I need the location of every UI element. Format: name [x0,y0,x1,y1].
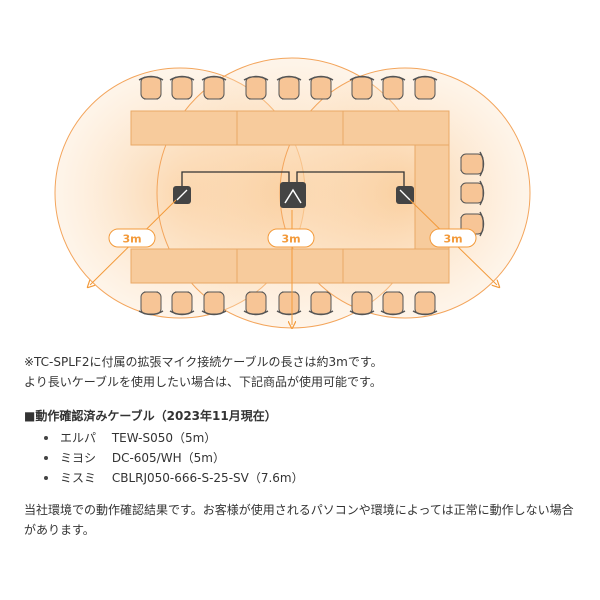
chair [412,75,438,100]
chair [243,75,269,100]
chair [276,291,302,316]
list-item: ミスミ CBLRJ050-666-S-25-SV（7.6m） [42,468,584,488]
longer-cable-note: より長いケーブルを使用したい場合は、下記商品が使用可能です。 [24,375,382,389]
chair [243,291,269,316]
chair [380,291,406,316]
cable-right [296,171,405,192]
chair [308,75,334,100]
table-bottom-1 [130,248,238,284]
range-badge-left: 3m [108,228,156,248]
table-top-2 [236,110,344,146]
list-item: エルパ TEW-S050（5m） [42,428,584,448]
range-label-center: 3m [281,233,300,246]
conference-table [130,110,450,284]
conference-room-diagram: 3m 3m 3m [54,57,531,340]
table-bottom-3 [342,248,450,284]
cable-maker: ミヨシ [60,451,97,465]
cable-model: DC-605/WH（5m） [111,451,225,465]
chair [349,75,375,100]
chairs [138,75,485,316]
chair [201,75,227,100]
cable-model: TEW-S050（5m） [111,431,217,445]
chair [169,75,195,100]
range-label-right: 3m [443,233,462,246]
cable-left [181,171,290,192]
verified-cables-heading: ■動作確認済みケーブル（2023年11月現在） [24,409,277,423]
chair [460,180,485,206]
notes-section: ※TC-SPLF2に付属の拡張マイク接続ケーブルの長さは約3mです。 より長いケ… [24,352,584,540]
cable-length-note: ※TC-SPLF2に付属の拡張マイク接続ケーブルの長さは約3mです。 [24,355,383,369]
table-top-1 [130,110,238,146]
chair [380,75,406,100]
chair [412,291,438,316]
range-badge-right: 3m [429,228,477,248]
range-badges: 3m 3m 3m [108,228,477,248]
list-item: ミヨシ DC-605/WH（5m） [42,448,584,468]
devices [173,182,414,208]
extension-mic-left [173,186,191,204]
cable-maker: エルパ [60,431,97,445]
chair [460,151,485,177]
disclaimer-text: 当社環境での動作確認結果です。お客様が使用されるパソコンや環境によっては正常に動… [24,503,574,537]
cable-maker: ミスミ [60,471,97,485]
range-badge-center: 3m [267,228,315,248]
verified-cables-list: エルパ TEW-S050（5m） ミヨシ DC-605/WH（5m） ミスミ C… [24,428,584,488]
chair [169,291,195,316]
main-speakerphone [280,182,306,208]
chair [138,75,164,100]
extension-mic-right [396,186,414,204]
chair [138,291,164,316]
chair [201,291,227,316]
table-bottom-2 [236,248,344,284]
chair [308,291,334,316]
cables [181,171,405,192]
table-top-3 [342,110,450,146]
chair [276,75,302,100]
range-label-left: 3m [122,233,141,246]
chair [349,291,375,316]
cable-model: CBLRJ050-666-S-25-SV（7.6m） [111,471,304,485]
